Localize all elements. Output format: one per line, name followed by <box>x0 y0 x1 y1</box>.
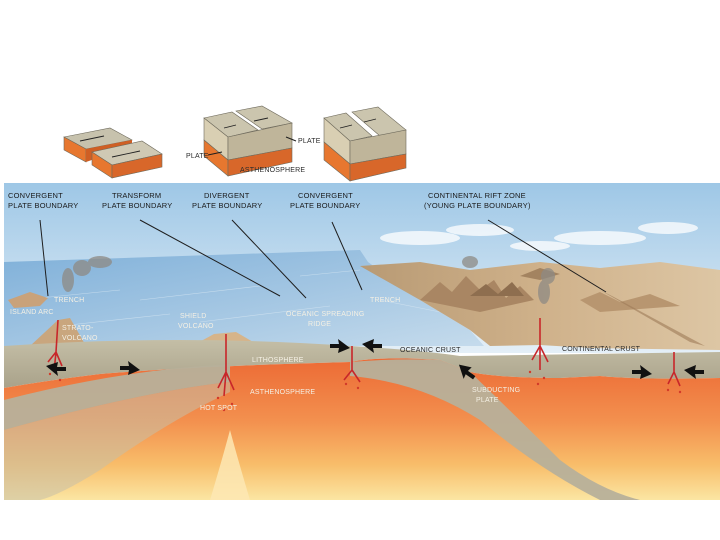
label-divergent: DIVERGENT PLATE BOUNDARY <box>192 191 262 210</box>
label-line: PLATE BOUNDARY <box>102 201 172 210</box>
hot-spot-plume <box>210 430 250 500</box>
label-strato-line2: VOLCANO <box>62 335 98 342</box>
label-line: CONTINENTAL RIFT ZONE <box>428 191 526 200</box>
label-line: CONVERGENT <box>298 191 353 200</box>
plate-label-right: PLATE <box>298 138 321 145</box>
label-ridge-line2: RIDGE <box>308 321 331 328</box>
label-subducting-line2: PLATE <box>476 397 499 404</box>
label-line: PLATE BOUNDARY <box>290 201 360 210</box>
continent-land <box>360 262 720 350</box>
island-arc <box>8 292 48 308</box>
label-trench-right: TRENCH <box>370 297 400 304</box>
label-continental-rift: CONTINENTAL RIFT ZONE (YOUNG PLATE BOUND… <box>424 191 531 210</box>
label-asthenosphere: ASTHENOSPHERE <box>250 389 315 396</box>
magma-drops <box>48 370 682 412</box>
label-convergent-left: CONVERGENT PLATE BOUNDARY <box>8 191 78 210</box>
label-line: PLATE BOUNDARY <box>192 201 262 210</box>
asthenosphere-block-label: ASTHENOSPHERE <box>240 167 305 174</box>
cross-section <box>4 183 720 500</box>
label-line: TRANSFORM <box>112 191 161 200</box>
label-continental-crust: CONTINENTAL CRUST <box>562 346 641 353</box>
label-ridge-line1: OCEANIC SPREADING <box>286 311 364 318</box>
label-transform: TRANSFORM PLATE BOUNDARY <box>102 191 172 210</box>
label-line: DIVERGENT <box>204 191 250 200</box>
label-line: PLATE BOUNDARY <box>8 201 78 210</box>
label-line: CONVERGENT <box>8 191 63 200</box>
convergent-block-diagram <box>323 106 407 182</box>
label-hot-spot: HOT SPOT <box>200 405 238 412</box>
divergent-block-diagram: PLATE PLATE ASTHENOSPHERE <box>186 105 321 177</box>
subducting-slab-left-deep <box>4 382 230 500</box>
label-strato-line1: STRATO- <box>62 325 94 332</box>
label-lithosphere: LITHOSPHERE <box>252 357 304 364</box>
rift-valley <box>600 290 705 346</box>
clouds <box>380 222 698 251</box>
lithosphere <box>4 340 720 388</box>
label-line: (YOUNG PLATE BOUNDARY) <box>424 201 531 210</box>
mountains <box>420 268 680 312</box>
leader-lines <box>39 219 607 299</box>
label-convergent-right: CONVERGENT PLATE BOUNDARY <box>290 191 360 210</box>
label-trench-left: TRENCH <box>54 297 84 304</box>
label-shield-line2: VOLCANO <box>178 323 214 330</box>
label-island-arc: ISLAND ARC <box>10 309 54 316</box>
label-shield-line1: SHIELD <box>180 313 207 320</box>
volcano-plumes <box>62 256 555 304</box>
subducting-slab-left <box>4 364 230 430</box>
label-subducting-line1: SUBDUCTING <box>472 387 520 394</box>
transform-block-diagram <box>63 127 163 179</box>
magma-conduits <box>47 318 681 397</box>
plate-label-left: PLATE <box>186 153 209 160</box>
plate-motion-arrows <box>46 339 704 380</box>
ocean-surface <box>4 250 484 346</box>
label-oceanic-crust: OCEANIC CRUST <box>400 347 461 354</box>
subducting-slab-right <box>350 359 640 500</box>
